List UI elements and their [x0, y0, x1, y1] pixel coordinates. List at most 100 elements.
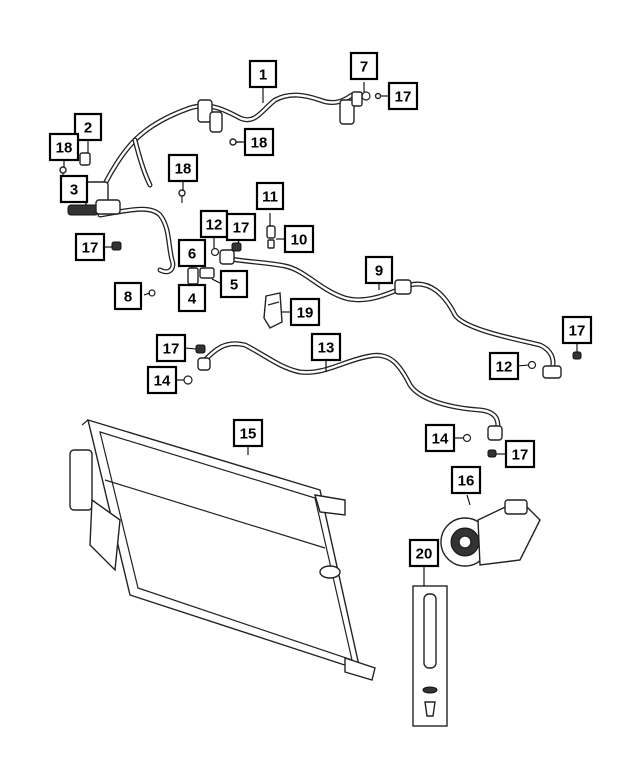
callout-3[interactable]: 3: [59, 174, 89, 204]
callout-label: 17: [82, 240, 99, 257]
callout-1[interactable]: 1: [248, 59, 278, 89]
callout-18b[interactable]: 18: [243, 127, 275, 157]
callout-4[interactable]: 4: [177, 283, 207, 313]
part-nut-17e[interactable]: [572, 351, 582, 360]
part-nut-17d[interactable]: [195, 344, 206, 354]
callout-6[interactable]: 6: [177, 238, 207, 268]
callout-box: [255, 181, 285, 211]
callout-label: 17: [163, 341, 180, 358]
part-screw-18c[interactable]: [178, 189, 186, 203]
callout-7[interactable]: 7: [349, 51, 379, 81]
part-oring-14a[interactable]: [183, 375, 193, 385]
callout-5[interactable]: 5: [219, 269, 249, 299]
callout-box: [283, 224, 315, 254]
callout-box: [74, 232, 106, 262]
callout-label: 18: [175, 161, 192, 178]
callout-label: 3: [70, 182, 78, 199]
callout-label: 8: [124, 289, 132, 306]
part-hose-1[interactable]: [92, 91, 363, 275]
part-oring-7[interactable]: [361, 91, 371, 101]
callout-label: 12: [206, 217, 223, 234]
callout-17c[interactable]: 17: [225, 212, 257, 242]
callout-label: 14: [432, 431, 449, 448]
part-hose-9[interactable]: [219, 249, 562, 379]
callout-11[interactable]: 11: [255, 181, 285, 211]
part-valve-core-10[interactable]: [267, 239, 275, 249]
callout-box: [424, 423, 456, 453]
callout-box: [488, 351, 520, 381]
callout-10[interactable]: 10: [283, 224, 315, 254]
callout-label: 1: [259, 67, 267, 84]
part-expansion-valve-3[interactable]: [67, 181, 121, 216]
part-valve-cap-11[interactable]: [266, 225, 276, 239]
callout-18c[interactable]: 18: [167, 153, 199, 183]
part-oring-12a[interactable]: [210, 247, 220, 257]
callout-label: 10: [291, 232, 308, 249]
callout-box: [243, 127, 275, 157]
callout-box: [364, 255, 394, 285]
part-dryer-kit-20[interactable]: [412, 585, 448, 727]
callout-17b[interactable]: 17: [74, 232, 106, 262]
callout-box: [219, 269, 249, 299]
callout-box: [450, 465, 482, 495]
part-bracket-19[interactable]: [263, 292, 283, 329]
callout-label: 17: [512, 447, 529, 464]
callout-label: 9: [375, 263, 383, 280]
callout-12a[interactable]: 12: [199, 209, 229, 239]
callout-box: [73, 112, 103, 142]
callout-8[interactable]: 8: [113, 281, 143, 311]
callout-17f[interactable]: 17: [504, 439, 536, 469]
callout-13[interactable]: 13: [310, 332, 342, 362]
callout-14a[interactable]: 14: [146, 365, 178, 395]
callout-box: [408, 538, 440, 568]
callout-box: [167, 153, 199, 183]
callout-label: 17: [395, 89, 412, 106]
part-oring-14b[interactable]: [462, 433, 472, 443]
callout-18a[interactable]: 18: [48, 132, 80, 162]
callout-box: [232, 418, 264, 448]
callout-17d[interactable]: 17: [155, 333, 187, 363]
callout-label: 11: [262, 189, 278, 206]
callout-label: 14: [154, 373, 171, 390]
part-fitting-2[interactable]: [79, 152, 91, 166]
callout-box: [59, 174, 89, 204]
callout-box: [177, 283, 207, 313]
callout-label: 6: [188, 246, 196, 263]
callout-19[interactable]: 19: [289, 297, 321, 327]
callout-box: [310, 332, 342, 362]
part-compressor-16[interactable]: [440, 499, 541, 567]
callout-17a[interactable]: 17: [387, 81, 419, 111]
part-nut-17a[interactable]: [374, 92, 382, 100]
callout-label: 12: [496, 359, 513, 376]
callout-label: 15: [240, 426, 257, 443]
callout-label: 5: [230, 277, 238, 294]
callout-label: 20: [416, 546, 433, 563]
callout-label: 4: [188, 291, 197, 308]
callout-17e[interactable]: 17: [561, 315, 593, 345]
part-nut-17c[interactable]: [231, 242, 242, 252]
callout-label: 7: [360, 59, 368, 76]
callout-label: 19: [297, 305, 314, 322]
callout-box: [289, 297, 321, 327]
part-hose-13[interactable]: [197, 341, 503, 441]
callout-14b[interactable]: 14: [424, 423, 456, 453]
callout-box: [155, 333, 187, 363]
part-switch-4-5[interactable]: [187, 267, 215, 285]
callout-9[interactable]: 9: [364, 255, 394, 285]
callout-12b[interactable]: 12: [488, 351, 520, 381]
part-screw-18a[interactable]: [59, 166, 67, 180]
part-condenser-15[interactable]: [69, 418, 376, 681]
callout-15[interactable]: 15: [232, 418, 264, 448]
callout-2[interactable]: 2: [73, 112, 103, 142]
callout-box: [48, 132, 80, 162]
callout-label: 13: [318, 340, 335, 357]
part-nut-17b[interactable]: [111, 241, 122, 251]
callout-box: [349, 51, 379, 81]
callout-label: 2: [84, 120, 92, 137]
callout-20[interactable]: 20: [408, 538, 440, 568]
part-nut-17f[interactable]: [487, 449, 497, 458]
callout-box: [225, 212, 257, 242]
part-oring-12b[interactable]: [527, 360, 537, 370]
callout-16[interactable]: 16: [450, 465, 482, 495]
